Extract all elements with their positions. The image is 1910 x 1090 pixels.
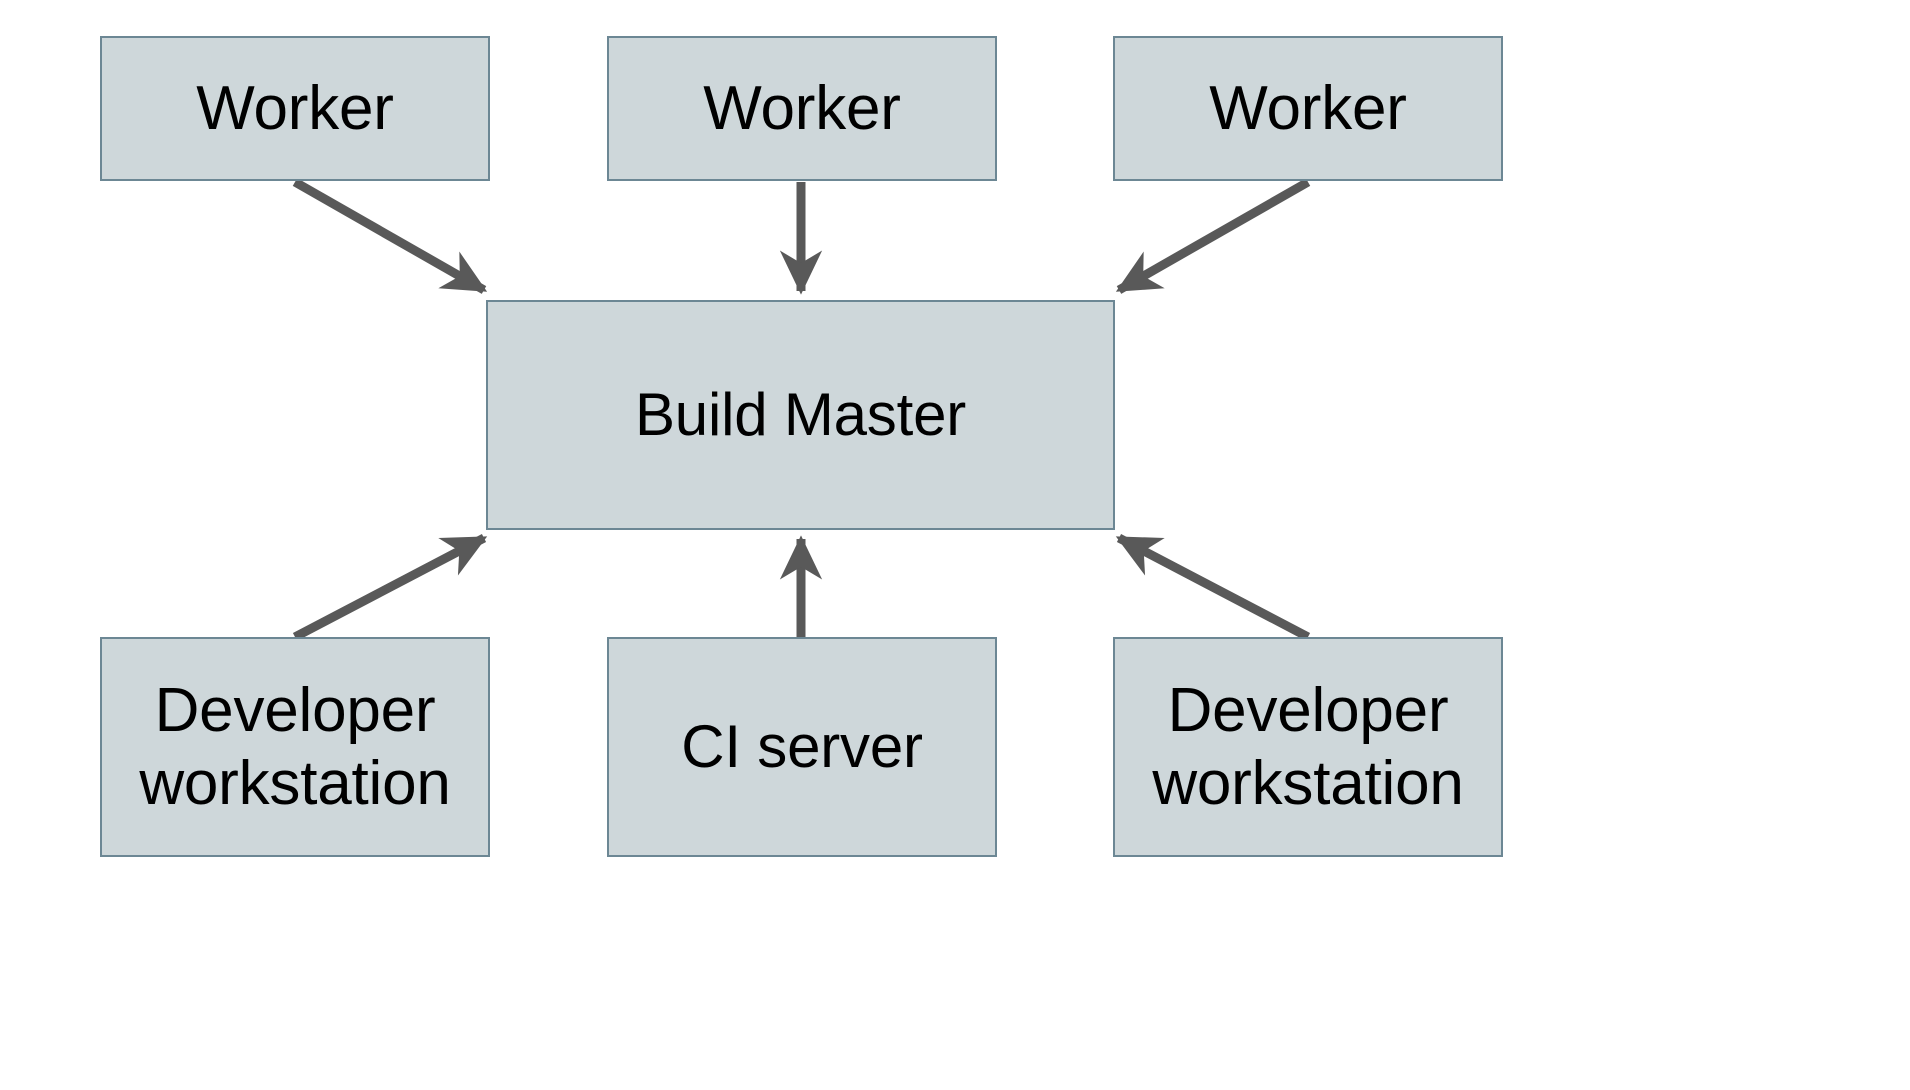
edge-worker-3-to-master [1115,178,1311,294]
node-label: CI server [681,712,923,780]
node-developer-workstation-right[interactable]: Developer workstation [1113,637,1503,857]
node-label: Worker [196,73,394,143]
node-label: Build Master [634,380,967,448]
node-label: Developer workstation [1152,675,1464,818]
edge-dev-right-to-master [1115,534,1311,641]
node-ci-server[interactable]: CI server [607,637,997,857]
node-developer-workstation-left[interactable]: Developer workstation [100,637,490,857]
node-label: Worker [703,73,901,143]
node-label: Developer workstation [139,675,451,818]
edge-worker-1-to-master [292,178,488,294]
node-build-master[interactable]: Build Master [486,300,1115,530]
node-worker-2[interactable]: Worker [607,36,997,181]
node-worker-1[interactable]: Worker [100,36,490,181]
node-worker-3[interactable]: Worker [1113,36,1503,181]
node-label: Worker [1209,73,1407,143]
edge-dev-left-to-master [292,534,488,641]
